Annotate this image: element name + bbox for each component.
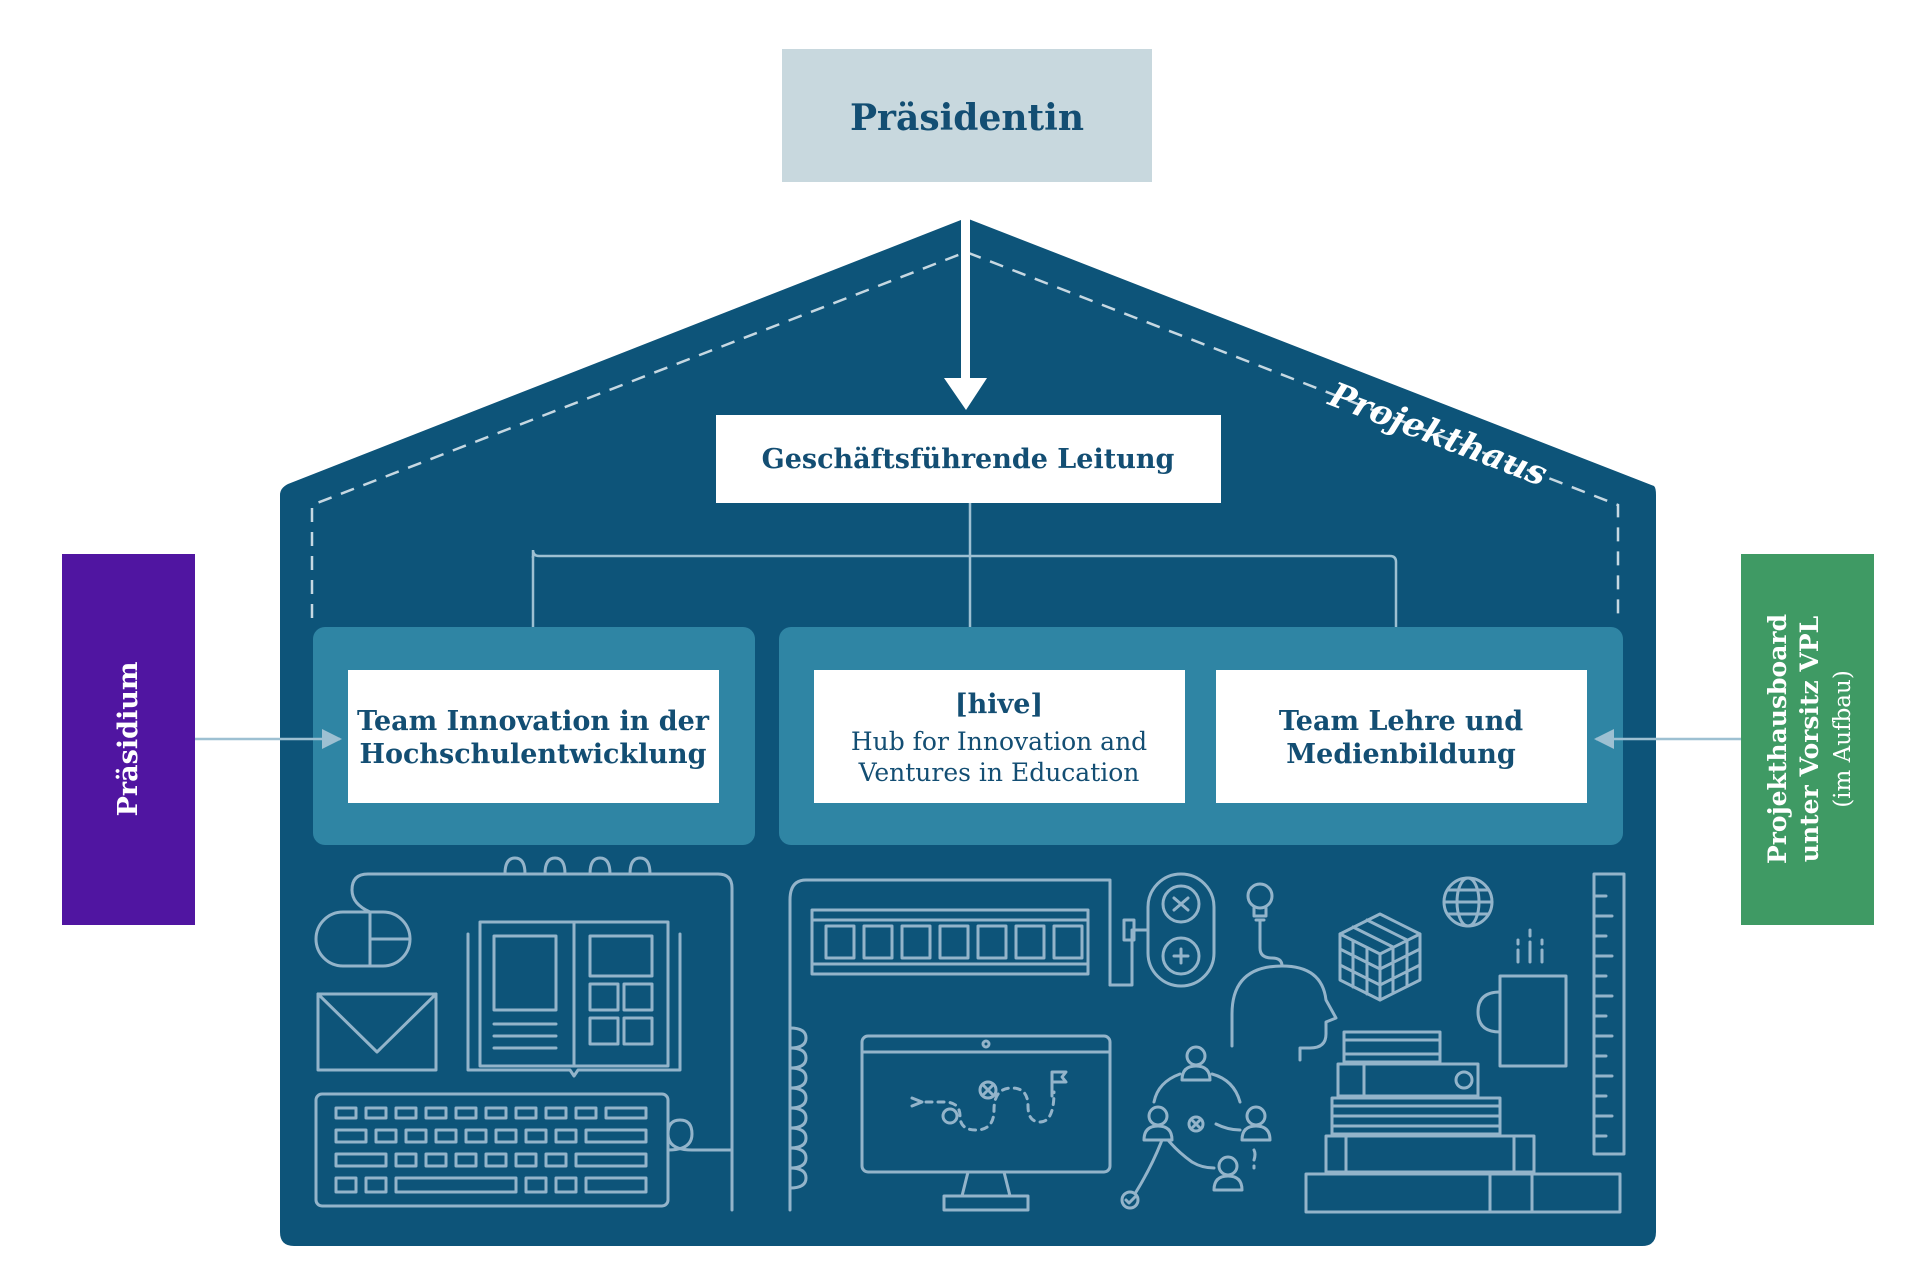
rubiks-cube-icon [1338, 912, 1422, 1002]
team-lehre-line2: Medienbildung [1286, 739, 1516, 770]
management-box: Geschäftsführende Leitung [716, 415, 1221, 503]
keyboard-icon [314, 1092, 734, 1208]
team-innovation-line2: Hochschulentwicklung [359, 739, 706, 770]
president-box: Präsidentin [782, 49, 1152, 182]
cable-line-right [788, 878, 1112, 1212]
presidium-label: Präsidium [113, 662, 144, 817]
house-dashed-outline [310, 250, 1620, 618]
team-lehre-line1: Team Lehre und [1279, 706, 1523, 737]
president-label: Präsidentin [850, 97, 1084, 139]
team-innovation-box: Team Innovation in der Hochschulentwickl… [348, 670, 719, 803]
book-icon [466, 920, 682, 1078]
board-line2: unter Vorsitz VPL [1795, 615, 1824, 862]
board-box: Projekthausboard unter Vorsitz VPL (im A… [1741, 554, 1874, 925]
coffee-mug-icon [1476, 928, 1568, 1068]
team-hive-box: [hive] Hub for Innovation and Ventures i… [814, 670, 1185, 803]
cable-coils-right [788, 1026, 808, 1190]
envelope-icon [316, 992, 438, 1072]
workflow-icon [1120, 1045, 1272, 1210]
hive-line2: Ventures in Education [858, 758, 1140, 787]
globe-icon [1442, 876, 1494, 928]
cable-coils-left [503, 856, 652, 876]
presidium-box: Präsidium [62, 554, 195, 925]
president-arrow [944, 182, 987, 410]
idea-head-icon [1230, 882, 1338, 1062]
film-strip-icon [810, 908, 1090, 976]
team-innovation-line1: Team Innovation in der [357, 706, 710, 737]
ruler-icon [1592, 872, 1626, 1156]
team-lehre-box: Team Lehre und Medienbildung [1216, 670, 1587, 803]
management-label: Geschäftsführende Leitung [762, 444, 1175, 475]
gamepad-icon [1108, 872, 1216, 988]
cable-line-left [350, 872, 734, 1212]
book-stack-icon [1304, 1030, 1622, 1214]
board-line3: (im Aufbau) [1830, 670, 1856, 808]
hive-title: [hive] [955, 689, 1043, 720]
monitor-icon [860, 1034, 1112, 1212]
mouse-icon [314, 888, 412, 968]
board-line1: Projekthausboard [1763, 614, 1792, 864]
hive-line1: Hub for Innovation and [851, 727, 1147, 756]
